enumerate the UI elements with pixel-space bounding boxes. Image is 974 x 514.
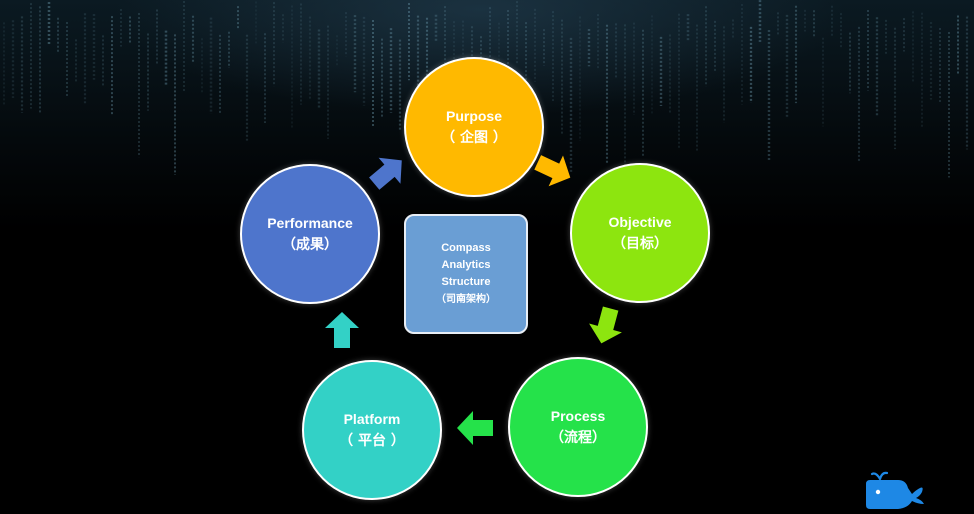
- node-performance-label: Performance: [267, 215, 353, 231]
- node-platform-label: Platform: [343, 411, 401, 427]
- node-objective-label: Objective: [608, 214, 672, 230]
- arrow-objective-to-process-icon: [582, 302, 631, 351]
- arrow-process-to-platform-icon: [455, 408, 495, 448]
- whale-logo-icon: [862, 470, 928, 509]
- arrow-performance-to-purpose-icon: [360, 144, 416, 200]
- node-process-label: Process: [550, 408, 606, 424]
- node-purpose-sublabel: （ 企图 ）: [441, 130, 507, 146]
- node-platform: Platform （ 平台 ）: [302, 360, 442, 500]
- node-performance: Performance （成果）: [240, 164, 380, 304]
- center-structure-box: Compass Analytics Structure （司南架构）: [404, 214, 528, 334]
- code-rain-decoration: [3, 0, 969, 178]
- center-line-4: （司南架构）: [436, 294, 496, 305]
- arrow-platform-to-performance-icon: [322, 310, 362, 350]
- node-objective: Objective （目标）: [570, 163, 710, 303]
- node-objective-sublabel: （目标）: [612, 236, 668, 252]
- center-line-2: Analytics: [441, 259, 491, 271]
- node-process-sublabel: （流程）: [550, 430, 606, 446]
- node-process: Process （流程）: [508, 357, 648, 497]
- node-platform-sublabel: （ 平台 ）: [339, 433, 405, 449]
- node-purpose: Purpose （ 企图 ）: [404, 57, 544, 197]
- center-line-1: Compass: [441, 242, 491, 254]
- node-purpose-label: Purpose: [445, 108, 502, 124]
- node-performance-sublabel: （成果）: [282, 237, 338, 253]
- arrow-purpose-to-objective-icon: [527, 143, 580, 196]
- center-line-3: Structure: [441, 276, 491, 288]
